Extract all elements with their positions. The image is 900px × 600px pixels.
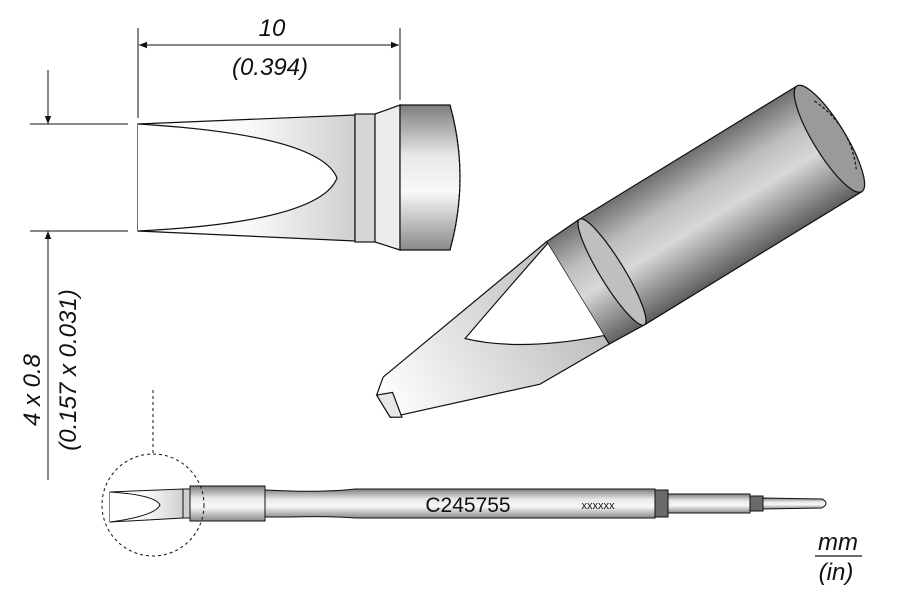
tip-side-view <box>137 104 461 251</box>
units-legend: mm (in) <box>815 529 862 586</box>
tip-perspective-view <box>375 84 866 418</box>
length-mm-label: 10 <box>259 15 286 42</box>
tip-mm-label: 4 x 0.8 <box>19 353 46 426</box>
tip-in-label: (0.157 x 0.031) <box>55 289 82 450</box>
unit-mm: mm <box>818 529 858 556</box>
part-code: C245755 <box>425 494 510 517</box>
length-in-label: (0.394) <box>232 54 308 81</box>
tip-dimension: 4 x 0.8 (0.157 x 0.031) <box>19 70 128 480</box>
length-dimension: 10 (0.394) <box>137 15 401 118</box>
unit-in: (in) <box>819 559 854 586</box>
full-tip-view <box>101 390 827 557</box>
batch-code: xxxxxx <box>582 500 616 512</box>
